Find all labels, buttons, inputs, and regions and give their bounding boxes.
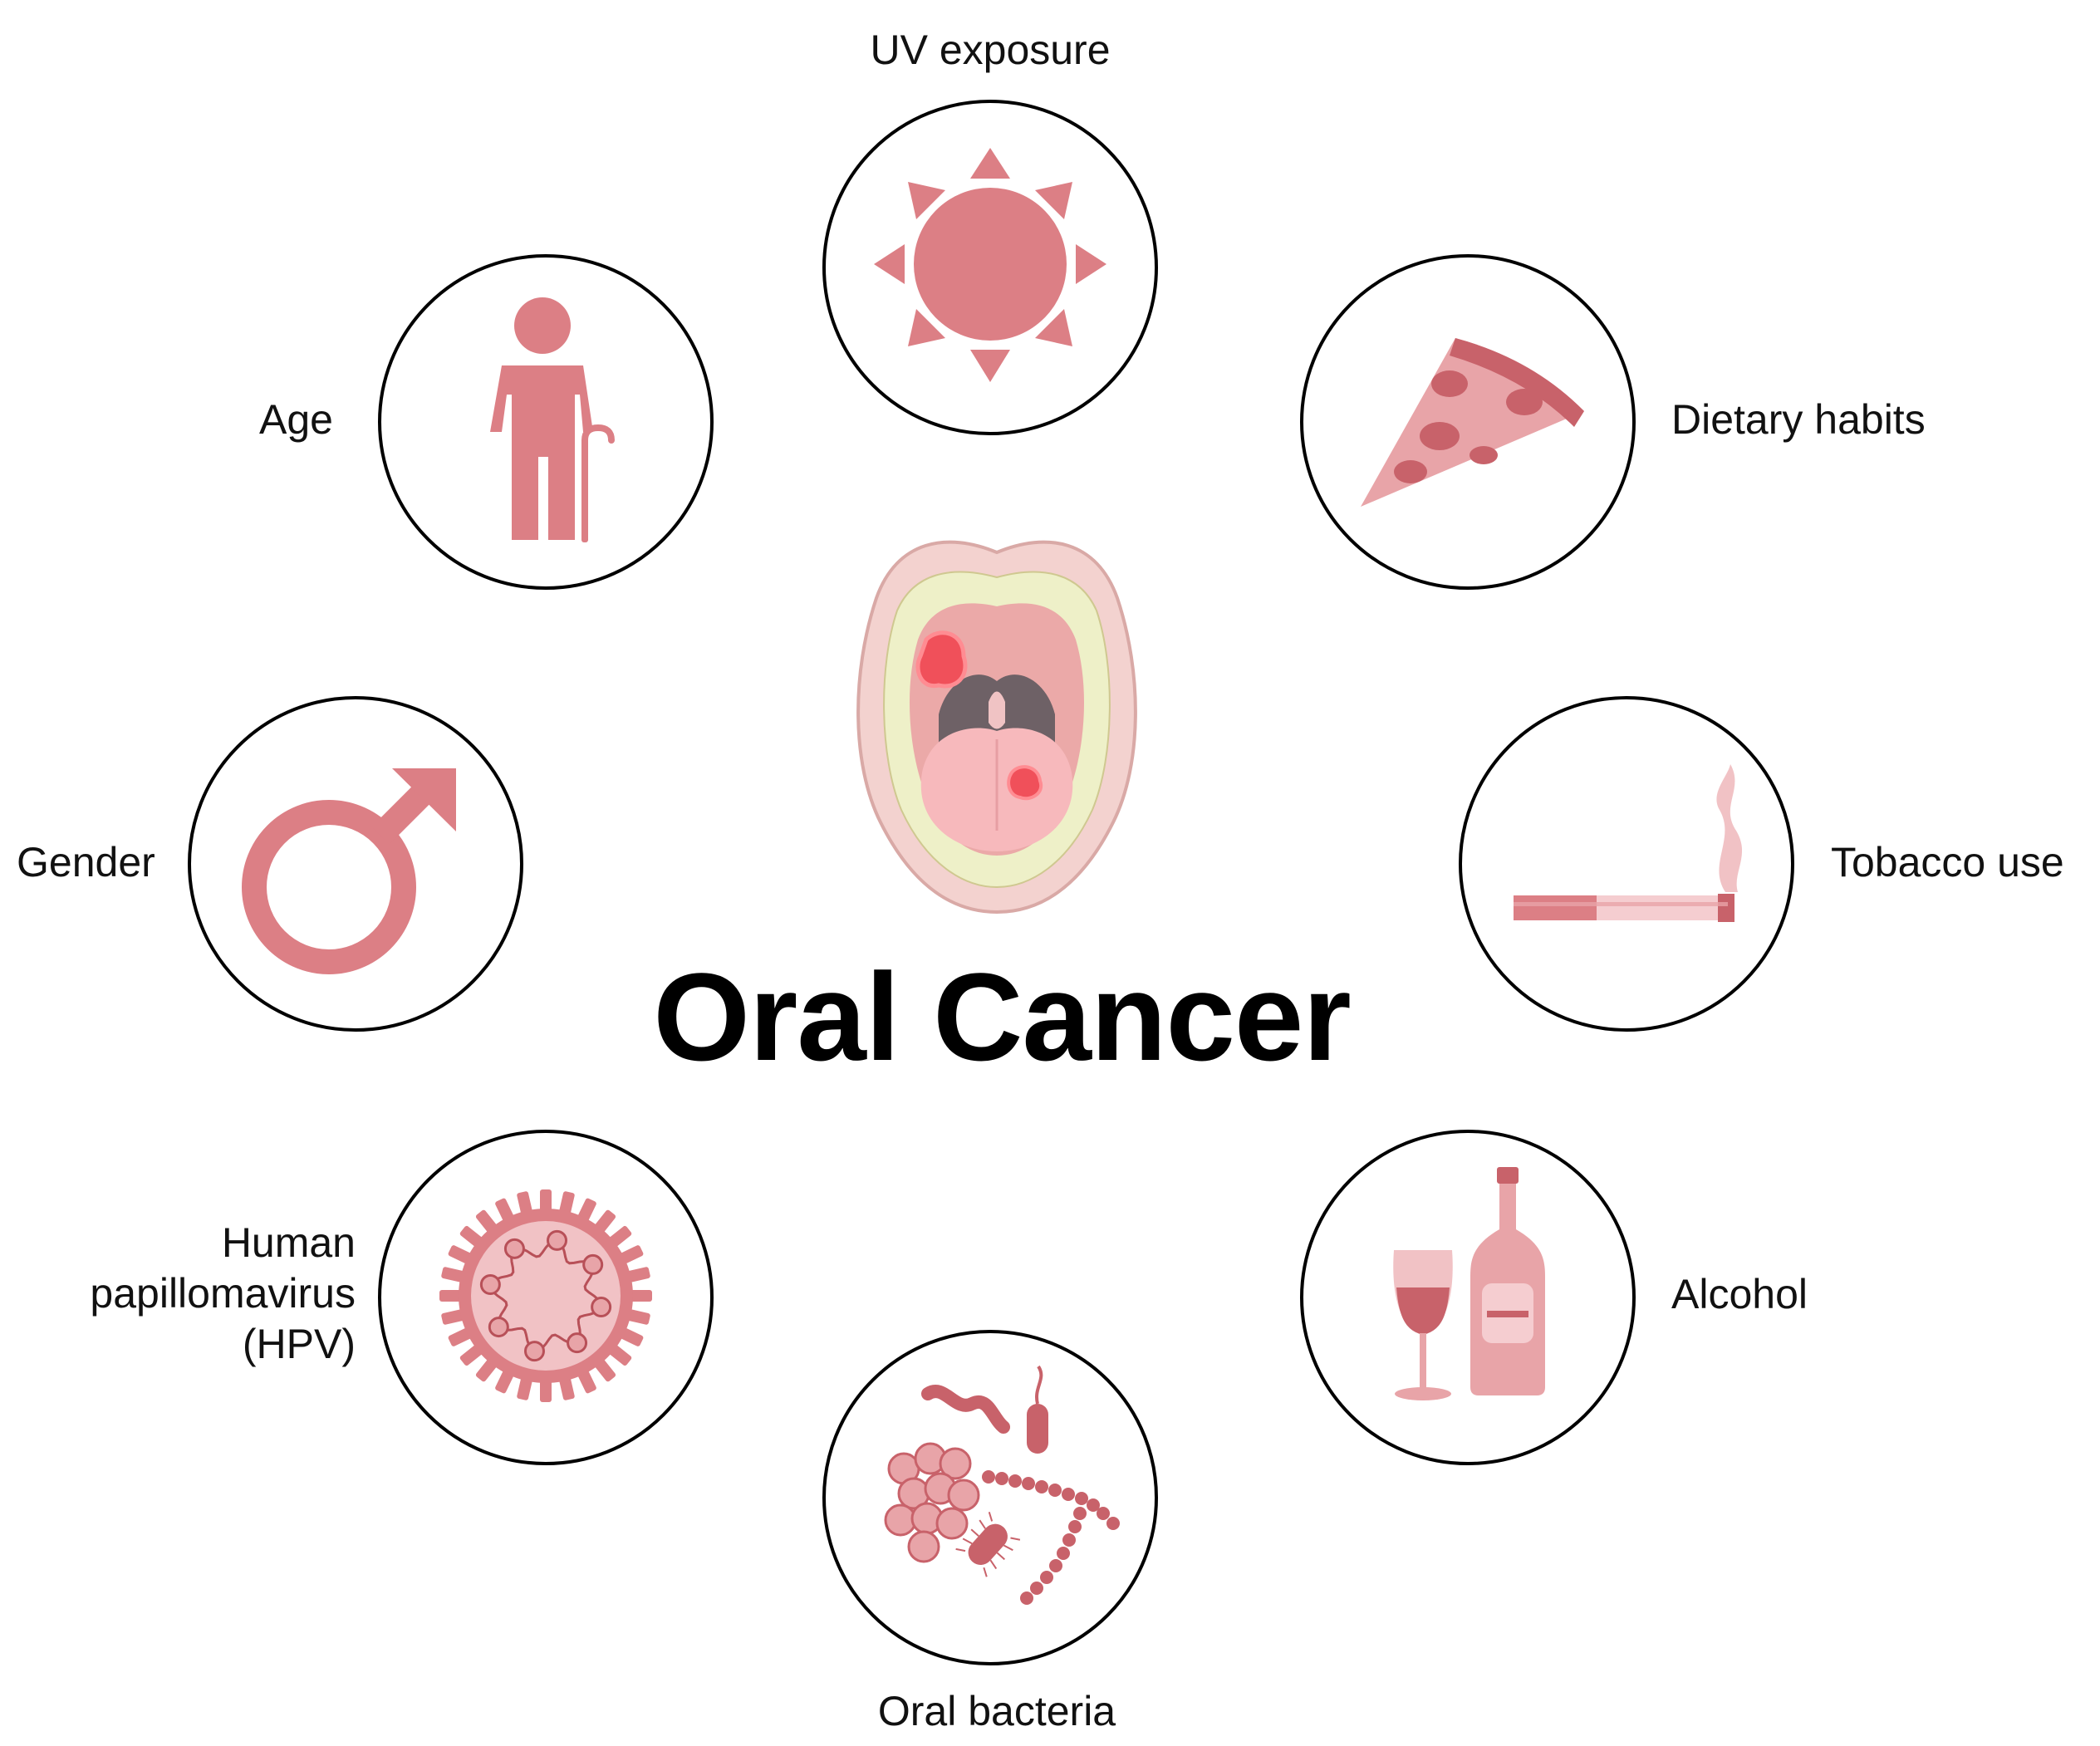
dietary-habits-node (1300, 254, 1636, 590)
alcohol-node (1300, 1130, 1636, 1465)
hpv-label: Human papillomavirus (HPV) (90, 1218, 356, 1370)
alcohol-label: Alcohol (1671, 1271, 1808, 1317)
oral-bacteria-label: Oral bacteria (877, 1688, 1116, 1734)
cigarette-icon (1514, 764, 1743, 922)
dietary-habits-label: Dietary habits (1671, 396, 1926, 443)
uv-exposure-node (822, 100, 1158, 435)
male-symbol-icon (242, 768, 456, 974)
palate-lesion (915, 630, 968, 689)
sun-icon (874, 148, 1106, 382)
gender-ring (188, 696, 523, 1032)
hpv-label-line-1: Human (221, 1219, 356, 1266)
diagram-title: Oral Cancer (653, 947, 1351, 1086)
age-node (378, 254, 714, 590)
virus-icon (439, 1189, 652, 1402)
age-label: Age (259, 396, 333, 443)
alcohol-ring (1300, 1130, 1636, 1465)
hpv-node (378, 1130, 714, 1465)
open-mouth-illustration (856, 540, 1137, 915)
gender-node (188, 696, 523, 1032)
tobacco-use-node (1459, 696, 1794, 1032)
tobacco-use-ring (1459, 696, 1794, 1032)
hpv-label-line-2: papillomavirus (90, 1270, 356, 1317)
hpv-label-line-3: (HPV) (242, 1321, 356, 1367)
pizza-slice-icon (1361, 338, 1584, 507)
tobacco-use-label: Tobacco use (1831, 839, 2064, 885)
oral-bacteria-ring (822, 1330, 1158, 1665)
uv-exposure-label: UV exposure (870, 27, 1111, 73)
oral-bacteria-node (822, 1330, 1158, 1665)
tongue-lesion (1007, 765, 1043, 801)
gender-label: Gender (17, 839, 155, 885)
wine-and-bottle-icon (1393, 1167, 1545, 1400)
elderly-person-icon (490, 297, 615, 542)
bacteria-icon (884, 1365, 1120, 1605)
